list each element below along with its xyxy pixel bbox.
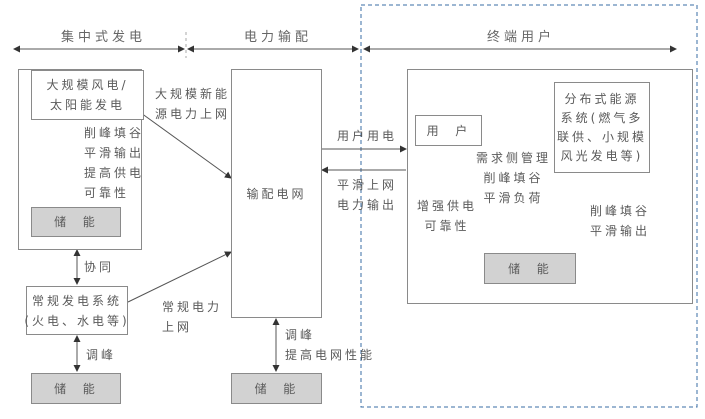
grid-storage-label: 调峰 提高电网性能	[285, 328, 376, 362]
renewable-grid-label: 大规模新能 源电力上网	[155, 87, 231, 121]
renewable-generation-box: 大规模风电/ 太阳能发电	[31, 70, 144, 120]
reliability-label: 增强供电 可靠性	[417, 199, 478, 233]
distributed-storage-label: 削峰填谷 平滑输出	[590, 204, 651, 238]
arrow-conventional-to-grid	[127, 251, 232, 303]
conventional-grid-label: 常规电力 上网	[162, 300, 223, 334]
transmission-grid-box: 输配电网	[231, 69, 322, 318]
distributed-energy-box: 分布式能源 系统(燃气多 联供、小规模 风光发电等)	[554, 82, 650, 173]
storage-box-1: 储 能	[31, 207, 121, 237]
conventional-generation-box: 常规发电系统 (火电、水电等)	[24, 286, 128, 335]
user-box: 用 户	[415, 115, 482, 146]
storage-box-4: 储 能	[484, 253, 576, 284]
user-consumption-label: 用户用电	[337, 129, 398, 143]
smooth-output-label: 平滑上网 电力输出	[337, 178, 398, 212]
end-user-region	[360, 4, 698, 408]
arrow-renewable-to-grid	[140, 112, 232, 179]
demand-side-label: 需求侧管理 削峰填谷 平滑负荷	[476, 151, 552, 205]
coordination-label: 协同	[84, 260, 115, 274]
storage-box-3: 储 能	[231, 373, 322, 404]
section-end-user: 终端用户	[487, 30, 556, 45]
section-centralized: 集中式发电	[61, 30, 147, 45]
storage-box-2: 储 能	[31, 373, 121, 404]
peak-regulation-label: 调峰	[86, 348, 117, 362]
renewable-storage-label: 削峰填谷 平滑输出 提高供电 可靠性	[84, 126, 145, 200]
section-transmission: 电力输配	[244, 30, 313, 45]
